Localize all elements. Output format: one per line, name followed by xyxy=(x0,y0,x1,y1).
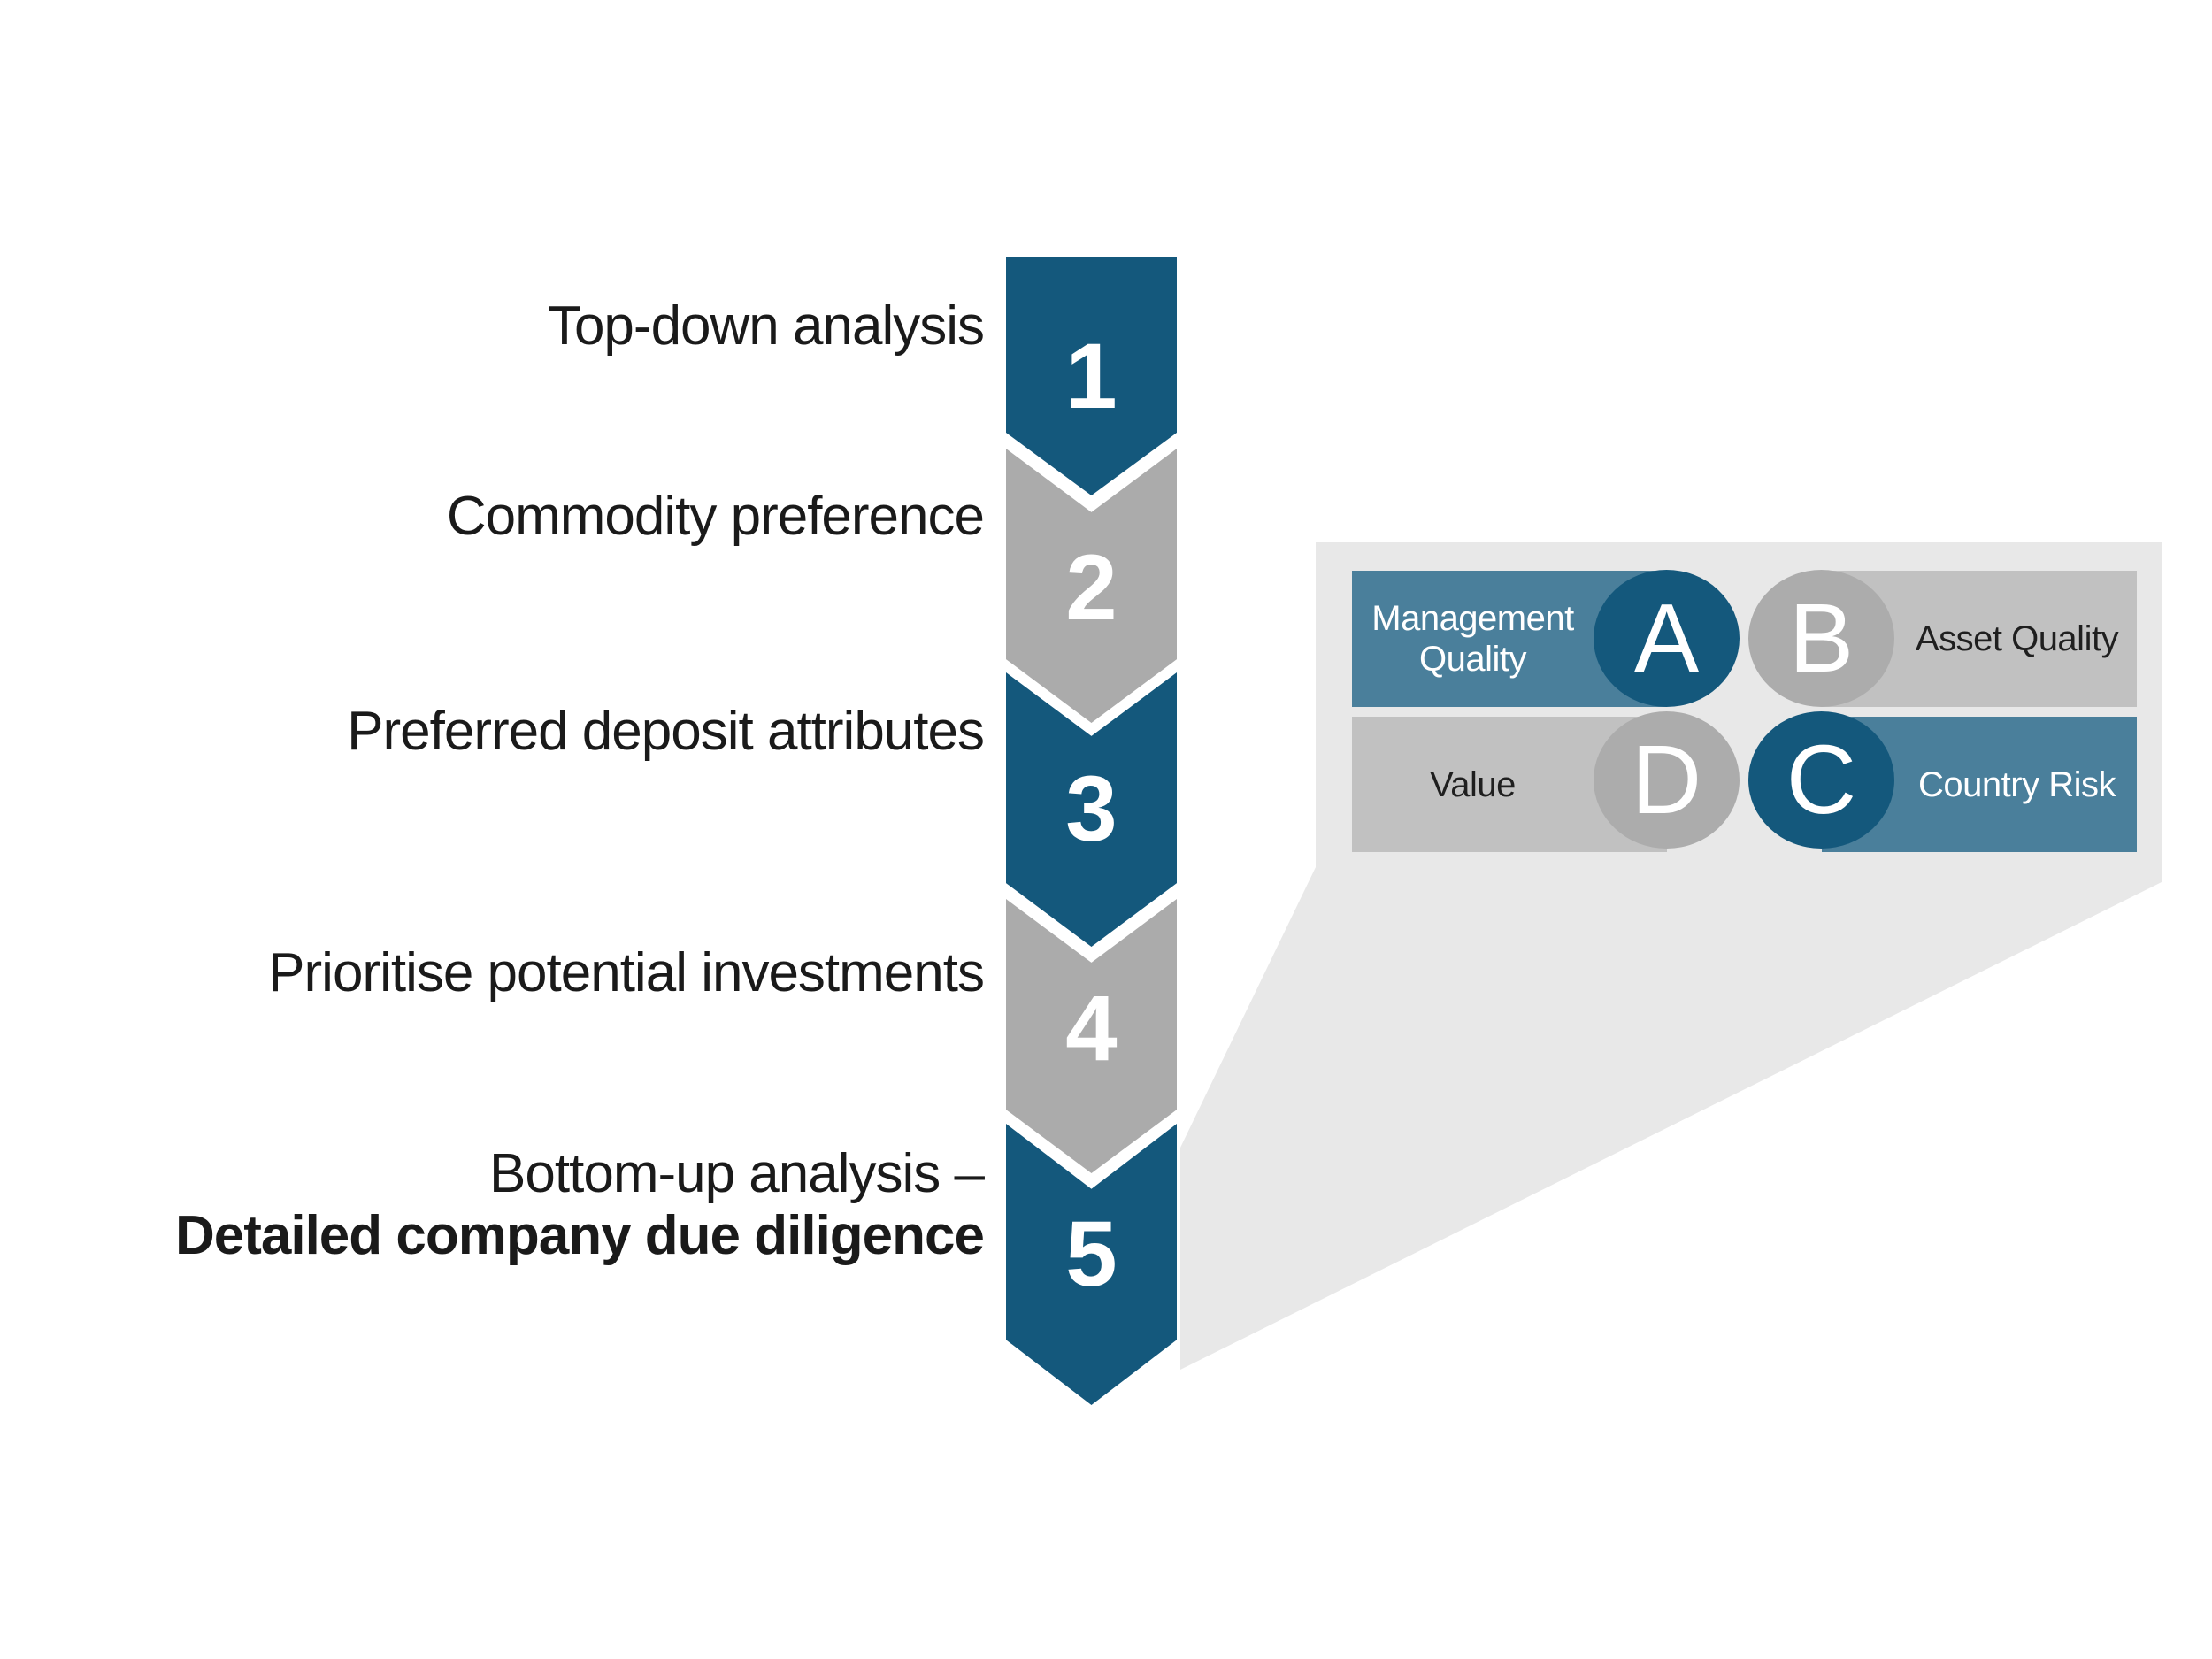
chevron-number-4: 4 xyxy=(1065,977,1118,1080)
chevron-number-3: 3 xyxy=(1065,757,1118,861)
step-label-5-line1: Bottom-up analysis – xyxy=(489,1143,985,1204)
value-label: Value xyxy=(1430,764,1516,804)
step-label-5-line2: Detailed company due diligence xyxy=(174,1205,985,1266)
management-quality-label: Management Quality xyxy=(1371,599,1574,679)
chevron-number-2: 2 xyxy=(1065,536,1118,640)
country-risk-label: Country Risk xyxy=(1918,764,2116,804)
step-label-4: Prioritise potential investments xyxy=(268,942,985,1003)
circle-letter-c: C xyxy=(1748,711,1894,849)
chevron-number-5: 5 xyxy=(1065,1202,1118,1306)
step-label-2: Commodity preference xyxy=(446,486,985,547)
chevron-number-1: 1 xyxy=(1065,325,1118,428)
circle-letter-b: B xyxy=(1748,570,1894,707)
circle-letter-a: A xyxy=(1594,570,1740,707)
circle-letter-d: D xyxy=(1594,711,1740,849)
asset-quality-label: Asset Quality xyxy=(1915,619,2119,658)
step-label-1: Top-down analysis xyxy=(547,296,985,357)
step-label-3: Preferred deposit attributes xyxy=(347,701,985,762)
